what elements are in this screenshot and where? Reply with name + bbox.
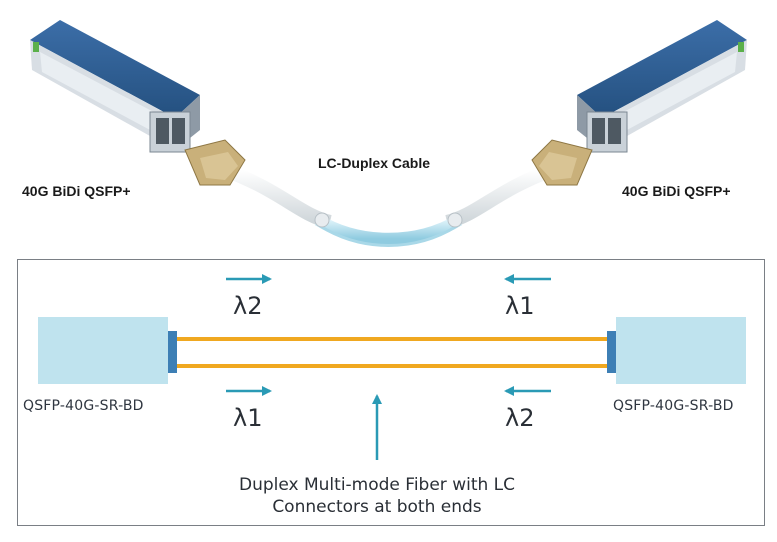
lower-right-wavelength: λ2 [505,404,535,432]
right-qsfp-module [577,20,747,153]
lc-duplex-cable [222,163,555,247]
right-device-label: QSFP-40G-SR-BD [613,398,734,414]
fiber-note-line2: Connectors at both ends [272,497,482,517]
left-device [38,317,168,384]
right-device [616,317,746,384]
left-module-label: 40G BiDi QSFP+ [22,183,131,199]
left-qsfp-module [30,20,200,153]
upper-left-wavelength: λ2 [233,292,263,320]
left-device-connector [168,331,177,373]
right-module-label: 40G BiDi QSFP+ [622,183,731,199]
right-device-connector [607,331,616,373]
lower-left-wavelength: λ1 [233,404,263,432]
cable-illustration [30,20,747,247]
cable-label: LC-Duplex Cable [318,155,431,171]
upper-right-wavelength: λ1 [505,292,535,320]
fiber-note-line1: Duplex Multi-mode Fiber with LC [238,475,516,495]
left-lc-connector [184,139,246,186]
left-device-label: QSFP-40G-SR-BD [23,398,144,414]
fiber-note: Duplex Multi-mode Fiber with LC Connecto… [197,474,557,518]
right-lc-connector [531,139,593,186]
fiber-diagram-frame [17,259,765,526]
